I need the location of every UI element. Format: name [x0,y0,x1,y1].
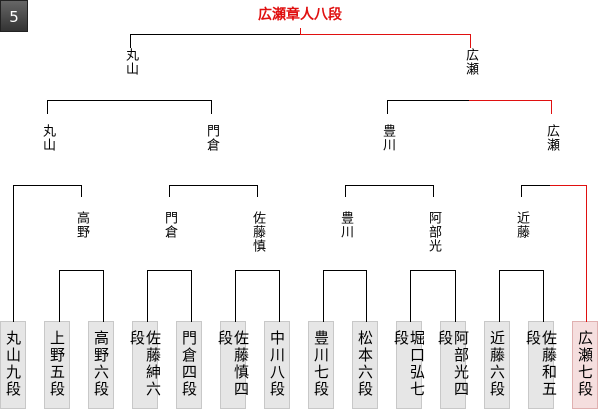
bracket-line [235,270,236,322]
player-box: 阿部光四段 [436,321,470,409]
round2-name: 高野 [74,211,89,239]
player-box: 近藤六段 [484,321,510,409]
bracket-line [211,100,212,114]
bracket-line [521,185,522,197]
round2-name: 佐藤慎 [250,211,265,253]
final-name-left: 丸山 [123,48,138,76]
player-name: 豊川七段 [312,330,330,398]
player-box: 松本六段 [352,321,378,409]
player-name: 阿部光四段 [436,330,470,398]
bracket-line [59,270,104,271]
bracket-line [387,100,470,101]
bracket-line [81,185,82,197]
bracket-line [59,270,60,322]
player-box: 広瀬七段 [572,321,598,409]
player-name: 堀口弘七段 [392,330,426,398]
champion-title: 広瀬章人八段 [258,7,342,23]
player-name: 佐藤和五段 [524,330,558,398]
round2-name: 門倉 [162,211,177,239]
player-name: 上野五段 [48,330,66,398]
bracket-line [345,185,434,186]
player-name: 中川八段 [268,330,286,398]
bracket-line [147,270,148,322]
player-name: 門倉四段 [180,330,198,398]
bracket-line [543,270,544,322]
bracket-line [345,185,346,197]
bracket-line [47,100,212,101]
player-box: 高野六段 [88,321,114,409]
bracket-line [130,34,301,35]
bracket-line [586,185,587,322]
player-name: 広瀬七段 [576,330,594,398]
bracket-line [499,270,500,322]
player-name: 佐藤紳六段 [128,330,162,398]
bracket-line [455,270,456,322]
bracket-line [300,28,301,35]
bracket-line [521,185,551,186]
round2-name: 近藤 [514,211,529,239]
player-name: 近藤六段 [488,330,506,398]
bracket-line [433,185,434,197]
bracket-line [550,185,587,186]
final-name-right: 広瀬 [463,48,478,76]
player-box: 堀口弘七段 [392,321,426,409]
round-badge: 5 [0,0,28,32]
player-box: 豊川七段 [308,321,334,409]
bracket-line [300,34,471,35]
player-box: 丸山九段 [0,321,26,409]
bracket-line [147,270,192,271]
player-box: 中川八段 [264,321,290,409]
bracket-line [13,185,14,322]
bracket-line [410,270,411,322]
bracket-line [13,185,82,186]
bracket-line [469,100,552,101]
bracket-line [323,270,324,322]
player-box: 上野五段 [44,321,70,409]
bracket-line [235,270,280,271]
player-box: 門倉四段 [176,321,202,409]
round2-name: 豊川 [338,211,353,239]
bracket-line [551,100,552,114]
bracket-line [470,34,471,48]
bracket-line [169,185,170,197]
round3-name: 門倉 [204,124,219,152]
round3-name: 丸山 [40,124,55,152]
bracket-line [279,270,280,322]
bracket-line [499,270,544,271]
bracket-line [410,270,456,271]
bracket-line [257,185,258,197]
bracket-line [323,270,367,271]
bracket-line [169,185,258,186]
player-box: 佐藤紳六段 [128,321,162,409]
player-name: 松本六段 [356,330,374,398]
round3-name: 豊川 [380,124,395,152]
player-name: 丸山九段 [4,330,22,398]
bracket-line [103,270,104,322]
round2-name: 阿部光 [426,211,441,253]
player-box: 佐藤慎四段 [216,321,250,409]
player-name: 佐藤慎四段 [216,330,250,398]
player-box: 佐藤和五段 [524,321,558,409]
bracket-line [130,34,131,48]
bracket-line [191,270,192,322]
bracket-line [47,100,48,114]
player-name: 高野六段 [92,330,110,398]
bracket-line [387,100,388,114]
round3-name: 広瀬 [544,124,559,152]
bracket-line [366,270,367,322]
